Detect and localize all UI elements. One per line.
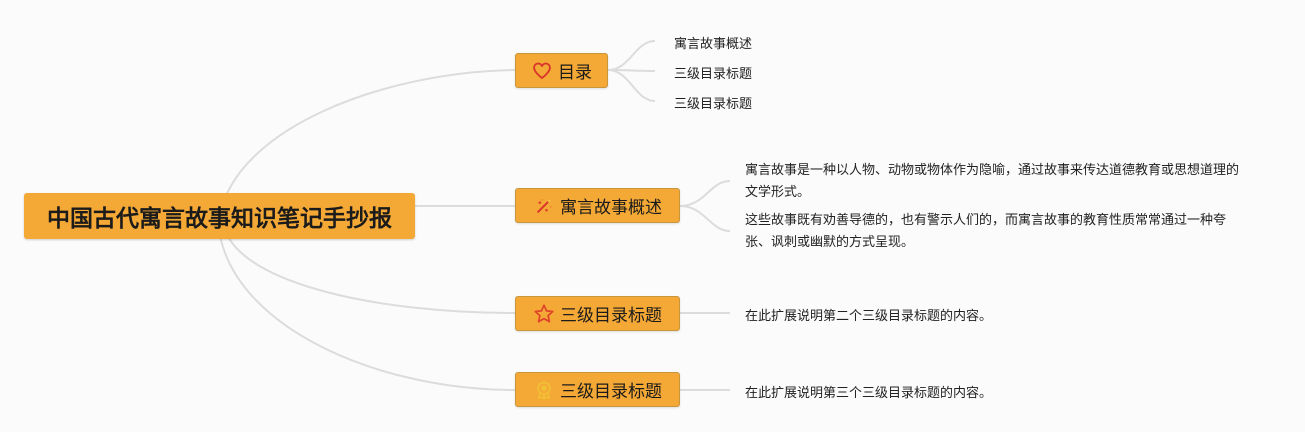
branch-overview-label: 寓言故事概述: [560, 198, 662, 218]
branch-fourth-label: 三级目录标题: [560, 382, 662, 402]
connector-overview-2: [679, 205, 731, 232]
connector-toc-3: [607, 69, 656, 102]
fourth-note[interactable]: 在此扩展说明第三个三级目录标题的内容。: [745, 386, 993, 401]
connector-root-to-third: [224, 229, 516, 314]
toc-item[interactable]: 三级目录标题: [674, 67, 753, 82]
toc-item[interactable]: 三级目录标题: [674, 97, 753, 112]
branch-third-label: 三级目录标题: [560, 306, 662, 326]
connector-root-to-fourth: [219, 235, 516, 391]
heart-icon: [531, 60, 553, 82]
overview-paragraph[interactable]: 寓言故事是一种以人物、动物或物体作为隐喻，通过故事来传达道德教育或思想道理的文学…: [745, 163, 1240, 200]
star-icon: [533, 303, 555, 325]
branch-fourth[interactable]: 三级目录标题: [515, 372, 680, 407]
branch-toc[interactable]: 目录: [515, 53, 608, 88]
sparkle-icon: [533, 195, 555, 217]
branch-toc-label: 目录: [558, 63, 592, 83]
root-topic-label: 中国古代寓言故事知识笔记手抄报: [47, 206, 392, 232]
connector-overview-1: [679, 180, 731, 207]
connector-root-to-toc: [219, 69, 516, 217]
root-topic[interactable]: 中国古代寓言故事知识笔记手抄报: [24, 193, 415, 239]
overview-paragraph[interactable]: 这些故事既有劝善导德的，也有警示人们的，而寓言故事的教育性质常常通过一种夸张、讽…: [745, 213, 1227, 250]
connector-toc-1: [607, 40, 656, 71]
third-note[interactable]: 在此扩展说明第二个三级目录标题的内容。: [745, 309, 993, 324]
toc-item[interactable]: 寓言故事概述: [674, 37, 753, 52]
branch-third[interactable]: 三级目录标题: [515, 296, 680, 331]
branch-overview[interactable]: 寓言故事概述: [515, 188, 680, 223]
badge-icon: [533, 379, 555, 401]
